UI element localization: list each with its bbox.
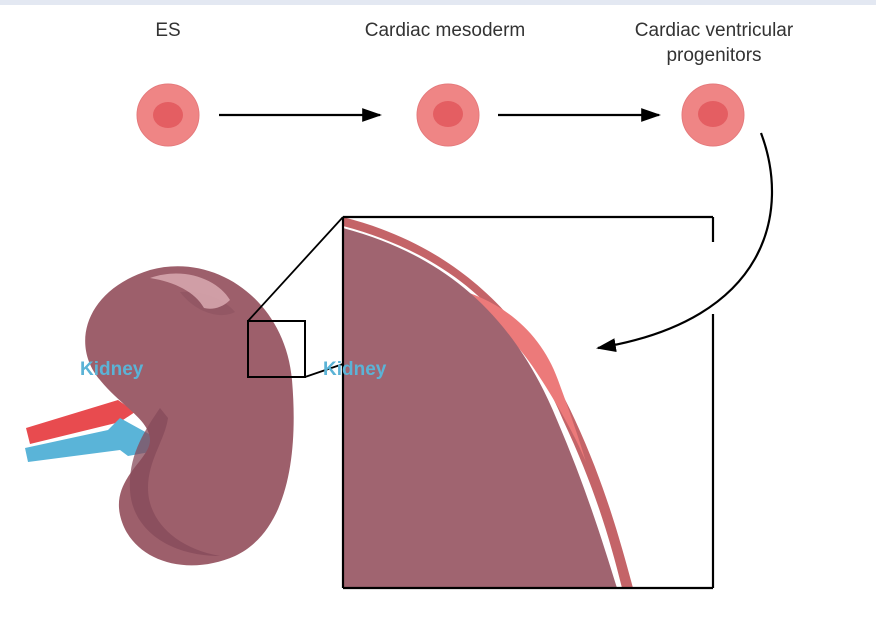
enlarged-frame xyxy=(341,215,715,590)
zoom-line-bottom xyxy=(304,363,344,378)
curved-arrow-icon xyxy=(596,132,774,352)
kidney-icon xyxy=(85,266,294,566)
zoom-line-top xyxy=(247,216,344,322)
zoom-box-icon xyxy=(247,320,306,378)
cell-icon-es xyxy=(136,83,200,147)
stage-label-es: ES xyxy=(155,20,181,41)
blood-vessels xyxy=(25,400,160,462)
cell-icon-mesoderm xyxy=(416,83,480,147)
kidney-label-left: Kidney xyxy=(80,359,144,380)
top-border xyxy=(0,0,876,5)
stage-label-cardiac-ventricular-progenitors: Cardiac ventricular progenitors xyxy=(634,20,794,66)
stage-label-cardiac-mesoderm: Cardiac mesoderm xyxy=(364,20,526,41)
kidney-label-right: Kidney xyxy=(323,359,387,380)
cell-icon-progenitor xyxy=(681,83,745,147)
enlarged-tissue-view xyxy=(343,217,633,588)
